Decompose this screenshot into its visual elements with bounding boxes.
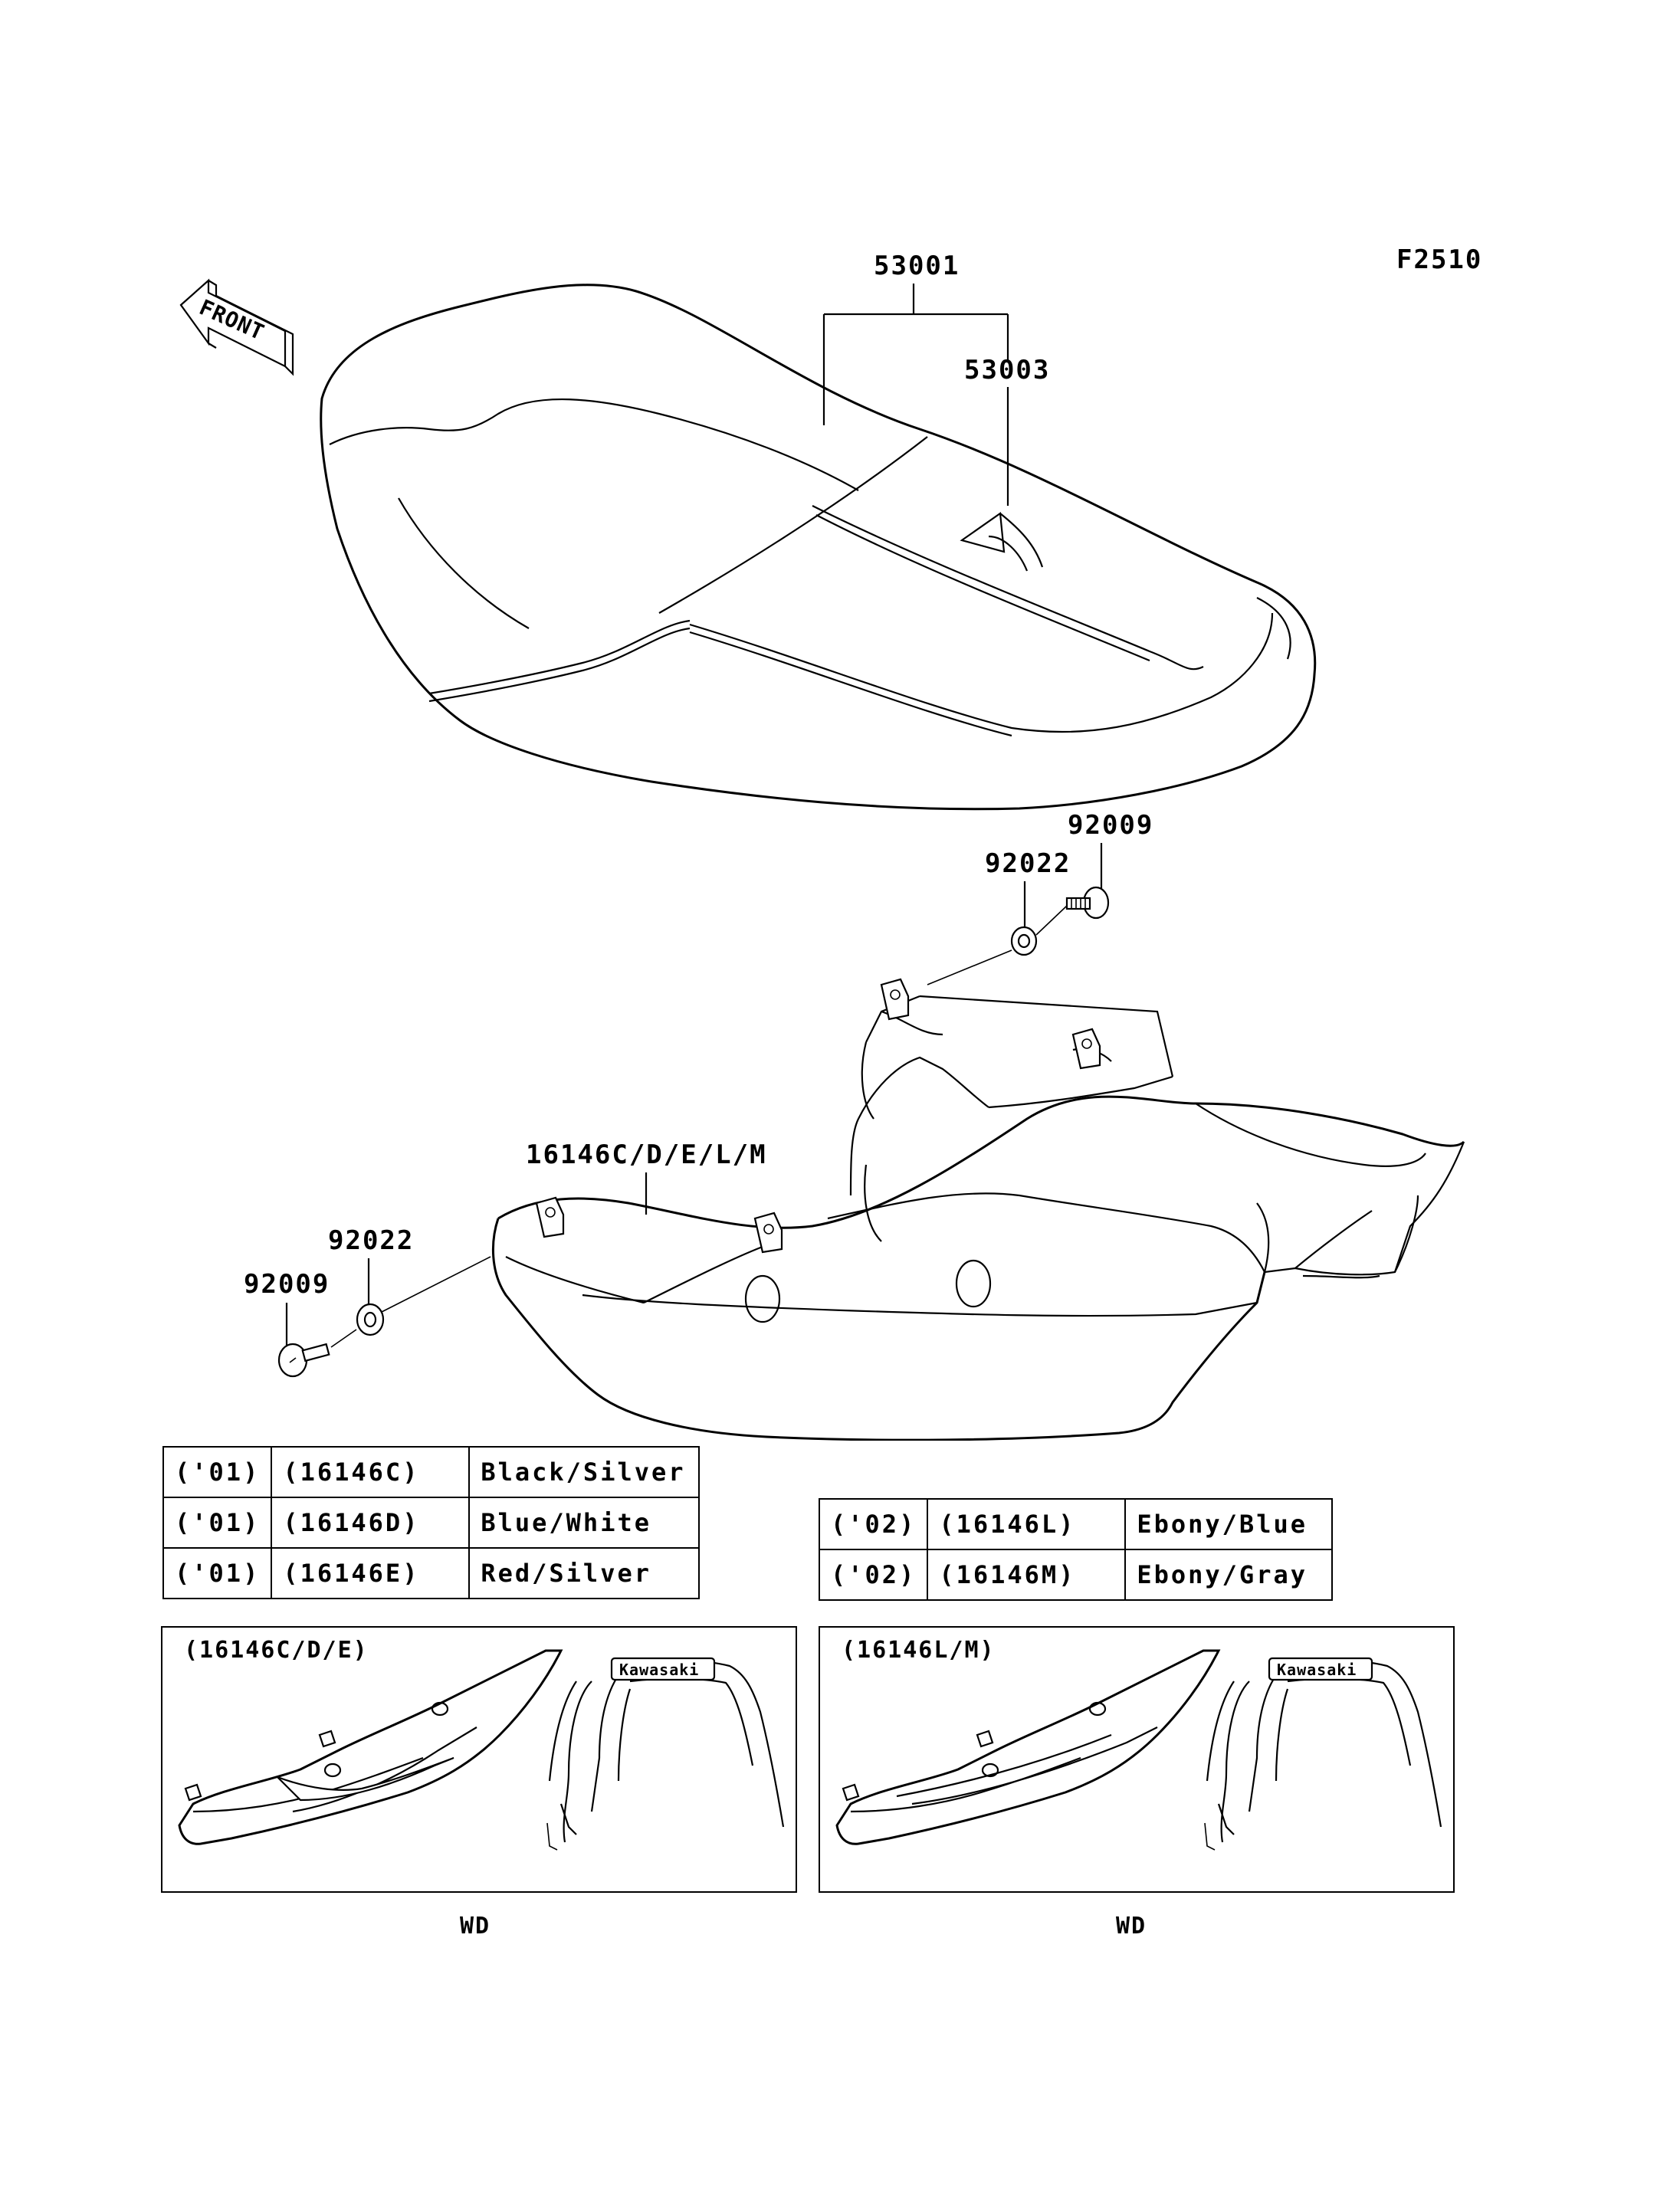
bolt-top-icon [1065, 886, 1110, 920]
label-92009-left: 92009 [244, 1269, 330, 1300]
label-92022-left: 92022 [328, 1225, 414, 1256]
table-cell-year: ('02) [818, 1549, 929, 1601]
table-cell-color: Ebony/Blue [1124, 1498, 1334, 1550]
table-cell-code: (16146D) [271, 1497, 471, 1549]
color-table-2001: ('01) (16146C) Black/Silver ('01) (16146… [162, 1446, 701, 1599]
inset-16146lm: (16146L/M) Kawasaki [819, 1626, 1455, 1893]
inset-drawing: Kawasaki [178, 1649, 785, 1851]
table-row: ('02) (16146M) Ebony/Gray [818, 1549, 1334, 1601]
label-92022-top: 92022 [985, 848, 1071, 879]
table-cell-color: Black/Silver [468, 1446, 701, 1498]
table-cell-color: Red/Silver [468, 1547, 701, 1599]
table-cell-year: ('01) [162, 1497, 273, 1549]
kawasaki-logo: Kawasaki [619, 1661, 699, 1679]
tail-cover-drawing [492, 978, 1465, 1441]
inset-drawing: Kawasaki [835, 1649, 1442, 1851]
table-cell-code: (16146M) [927, 1549, 1127, 1601]
table-cell-code: (16146C) [271, 1446, 471, 1498]
table-cell-year: ('01) [162, 1547, 273, 1599]
caption-wd-left: WD [460, 1913, 491, 1940]
bolt-left-icon [277, 1343, 330, 1378]
label-53003: 53003 [964, 355, 1050, 385]
parts-diagram: F2510 FRONT 53001 53003 92009 92022 [179, 244, 1482, 1441]
color-table-2002: ('02) (16146L) Ebony/Blue ('02) (16146M)… [818, 1498, 1334, 1601]
label-53001: 53001 [874, 251, 960, 281]
leader-53001 [822, 284, 1009, 425]
table-cell-code: (16146E) [271, 1547, 471, 1599]
table-row: ('01) (16146D) Blue/White [162, 1497, 701, 1549]
table-cell-color: Ebony/Gray [1124, 1549, 1334, 1601]
seat-drawing [320, 284, 1317, 811]
caption-wd-right: WD [1116, 1913, 1147, 1940]
front-arrow-icon: FRONT [179, 278, 294, 376]
table-cell-year: ('01) [162, 1446, 273, 1498]
kawasaki-logo: Kawasaki [1277, 1661, 1357, 1679]
inset-title: (16146L/M) [842, 1637, 996, 1664]
table-cell-color: Blue/White [468, 1497, 701, 1549]
inset-title: (16146C/D/E) [184, 1637, 369, 1664]
table-row: ('01) (16146C) Black/Silver [162, 1446, 701, 1498]
table-row: ('02) (16146L) Ebony/Blue [818, 1498, 1334, 1550]
label-16146: 16146C/D/E/L/M [526, 1139, 767, 1170]
diagram-code: F2510 [1396, 244, 1482, 275]
label-92009-top: 92009 [1068, 810, 1153, 841]
table-row: ('01) (16146E) Red/Silver [162, 1547, 701, 1599]
inset-16146cde: (16146C/D/E) Kawasaki [161, 1626, 797, 1893]
washer-top-icon [1010, 926, 1038, 956]
washer-left-icon [356, 1303, 385, 1336]
table-cell-code: (16146L) [927, 1498, 1127, 1550]
table-cell-year: ('02) [818, 1498, 929, 1550]
